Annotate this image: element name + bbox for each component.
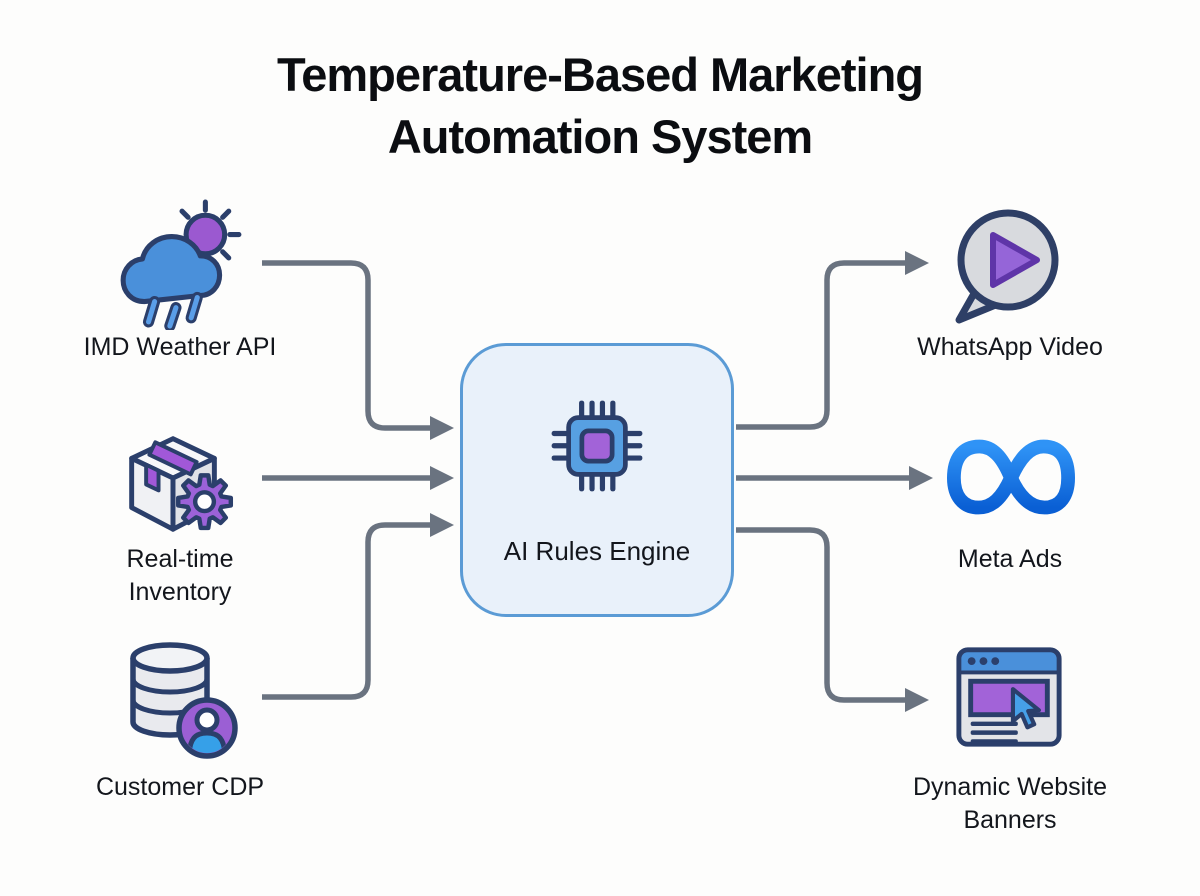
input-label-inventory: Real-time Inventory [126, 545, 234, 606]
weather-cloud-sun-icon [120, 199, 242, 330]
arrowhead-icon [905, 251, 929, 275]
arrowhead-icon [905, 688, 929, 712]
arrowhead-icon [430, 466, 454, 490]
inventory-box-gear-icon [129, 436, 234, 532]
ai-rules-engine-node: AI Rules Engine [460, 343, 734, 617]
center-node-label: AI Rules Engine [503, 536, 691, 566]
input-label-cdp: Customer CDP [95, 773, 265, 801]
page-title: Temperature-Based Marketing Automation S… [277, 48, 924, 163]
video-message-bubble-icon [955, 209, 1059, 324]
meta-logo-icon [947, 439, 1075, 515]
browser-banner-cursor-icon [956, 647, 1062, 747]
database-user-icon [130, 642, 238, 759]
input-label-weather: IMD Weather API [83, 333, 277, 361]
output-label-meta: Meta Ads [957, 545, 1063, 573]
output-label-whatsapp: WhatsApp Video [917, 333, 1103, 361]
arrowhead-icon [430, 416, 454, 440]
arrowhead-icon [909, 466, 933, 490]
arrowhead-icon [430, 513, 454, 537]
cpu-chip-icon [551, 400, 643, 492]
output-label-banners: Dynamic Website Banners [912, 773, 1108, 834]
